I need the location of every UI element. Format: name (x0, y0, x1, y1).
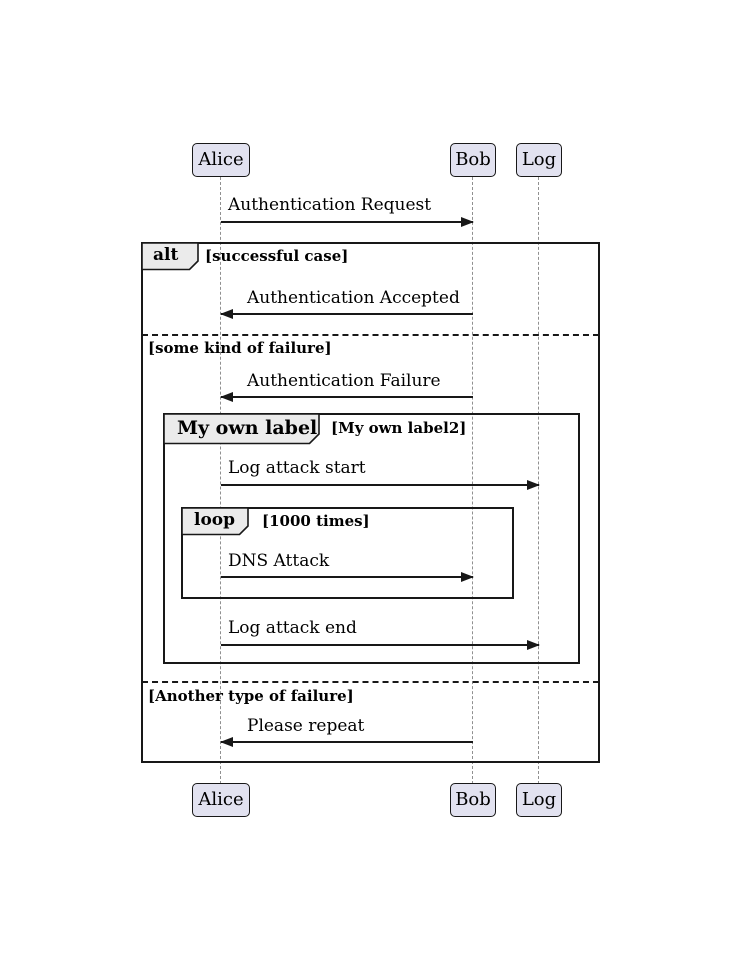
message-label-authentication-request: Authentication Request (228, 195, 432, 215)
loop-frame (181, 507, 514, 599)
loop-operator: loop (194, 510, 236, 530)
message-label-please-repeat: Please repeat (247, 716, 365, 736)
participant-box-alice-top: Alice (192, 143, 250, 177)
lifeline-alice (220, 177, 221, 784)
arrowhead-right-icon (461, 216, 474, 227)
message-arrow-authentication-request (221, 216, 474, 227)
alt-frame-label-pentagon (141, 242, 199, 271)
message-label-authentication-accepted: Authentication Accepted (247, 288, 460, 308)
participant-name: Alice (198, 789, 244, 810)
alt-frame (141, 242, 600, 763)
alt-divider-2 (142, 681, 599, 683)
loop-frame-label-pentagon (181, 507, 249, 536)
participant-box-log-bottom: Log (516, 783, 562, 817)
loop-guard: [1000 times] (262, 512, 370, 530)
message-arrow-log-attack-end (221, 639, 540, 650)
message-arrow-authentication-failure (220, 391, 473, 402)
arrowhead-left-icon (220, 736, 233, 747)
participant-box-alice-bottom: Alice (192, 783, 250, 817)
participant-box-bob-bottom: Bob (450, 783, 496, 817)
group-frame-label-pentagon (163, 413, 320, 445)
message-label-log-attack-start: Log attack start (228, 458, 366, 478)
message-arrow-authentication-accepted (220, 308, 473, 319)
alt-divider-1-label: [some kind of failure] (148, 339, 332, 357)
arrowhead-right-icon (461, 571, 474, 582)
group-frame (163, 413, 580, 664)
participant-name: Alice (198, 149, 244, 170)
message-arrow-log-attack-start (221, 479, 540, 490)
participant-box-bob-top: Bob (450, 143, 496, 177)
alt-divider-2-label: [Another type of failure] (148, 687, 354, 705)
message-arrow-dns-attack (221, 571, 474, 582)
arrowhead-left-icon (220, 308, 233, 319)
arrowhead-right-icon (527, 639, 540, 650)
message-label-authentication-failure: Authentication Failure (247, 371, 441, 391)
participant-box-log-top: Log (516, 143, 562, 177)
group-operator: My own label (177, 417, 318, 439)
message-label-log-attack-end: Log attack end (228, 618, 357, 638)
participant-name: Bob (455, 149, 491, 170)
message-label-dns-attack: DNS Attack (228, 551, 330, 571)
arrowhead-right-icon (527, 479, 540, 490)
participant-name: Log (521, 789, 557, 810)
group-guard: [My own label2] (331, 419, 467, 437)
alt-guard: [successful case] (205, 247, 349, 265)
alt-operator: alt (153, 245, 179, 265)
message-arrow-please-repeat (220, 736, 473, 747)
participant-name: Bob (455, 789, 491, 810)
lifeline-bob (472, 177, 473, 784)
arrowhead-left-icon (220, 391, 233, 402)
participant-name: Log (521, 149, 557, 170)
alt-divider-1 (142, 334, 599, 336)
